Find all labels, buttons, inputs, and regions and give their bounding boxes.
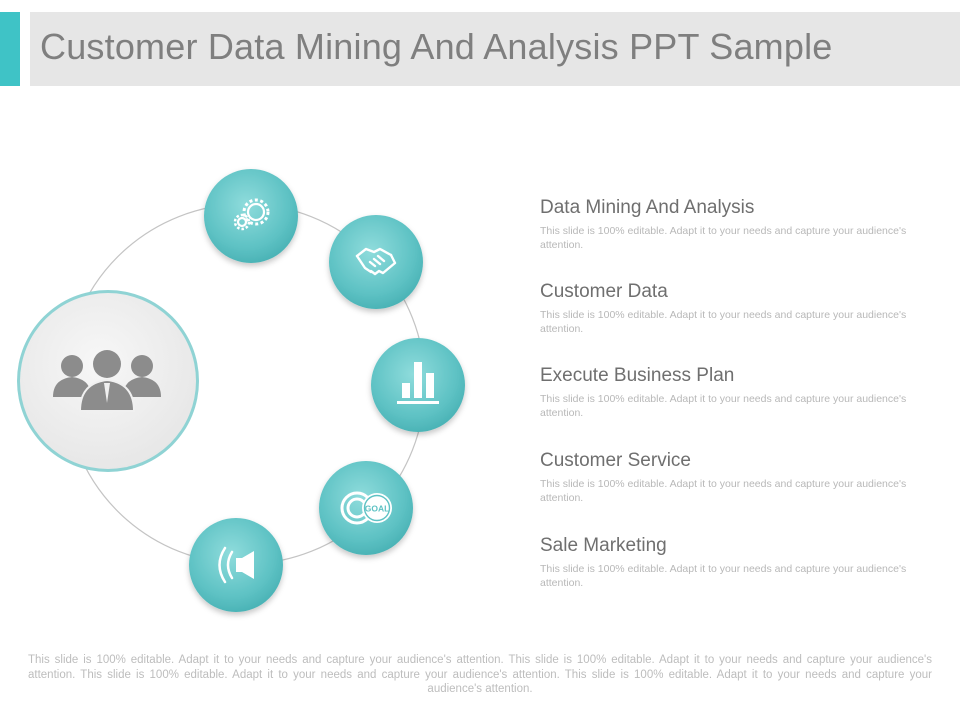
list-item-customer-data: Customer Data This slide is 100% editabl… <box>540 281 920 336</box>
people-group-icon <box>53 350 161 412</box>
list-item-business-plan: Execute Business Plan This slide is 100%… <box>540 365 920 420</box>
goal-target-icon: GOAL <box>340 491 392 525</box>
handshake-icon <box>355 247 397 276</box>
goal-label: GOAL <box>365 504 390 514</box>
title-band <box>30 12 960 86</box>
bar-chart-icon <box>397 362 439 404</box>
item-description: This slide is 100% editable. Adapt it to… <box>540 478 907 504</box>
item-heading: Customer Data <box>540 281 668 302</box>
gears-icon <box>233 198 270 231</box>
speaker-icon <box>218 546 254 584</box>
title-accent-bar <box>0 12 20 86</box>
item-heading: Sale Marketing <box>540 535 667 556</box>
list-item-customer-service: Customer Service This slide is 100% edit… <box>540 450 920 505</box>
item-heading: Customer Service <box>540 450 691 471</box>
footer-text: This slide is 100% editable. Adapt it to… <box>28 654 932 695</box>
slide-title: Customer Data Mining And Analysis PPT Sa… <box>40 26 833 67</box>
node-gears <box>204 169 298 263</box>
list-item-sale-marketing: Sale Marketing This slide is 100% editab… <box>540 535 920 590</box>
item-heading: Execute Business Plan <box>540 365 735 386</box>
center-node <box>17 290 199 472</box>
item-description: This slide is 100% editable. Adapt it to… <box>540 225 907 251</box>
item-description: This slide is 100% editable. Adapt it to… <box>540 393 907 419</box>
item-description: This slide is 100% editable. Adapt it to… <box>540 309 907 335</box>
item-description: This slide is 100% editable. Adapt it to… <box>540 563 907 589</box>
item-heading: Data Mining And Analysis <box>540 197 755 218</box>
list-item-data-mining: Data Mining And Analysis This slide is 1… <box>540 197 920 252</box>
